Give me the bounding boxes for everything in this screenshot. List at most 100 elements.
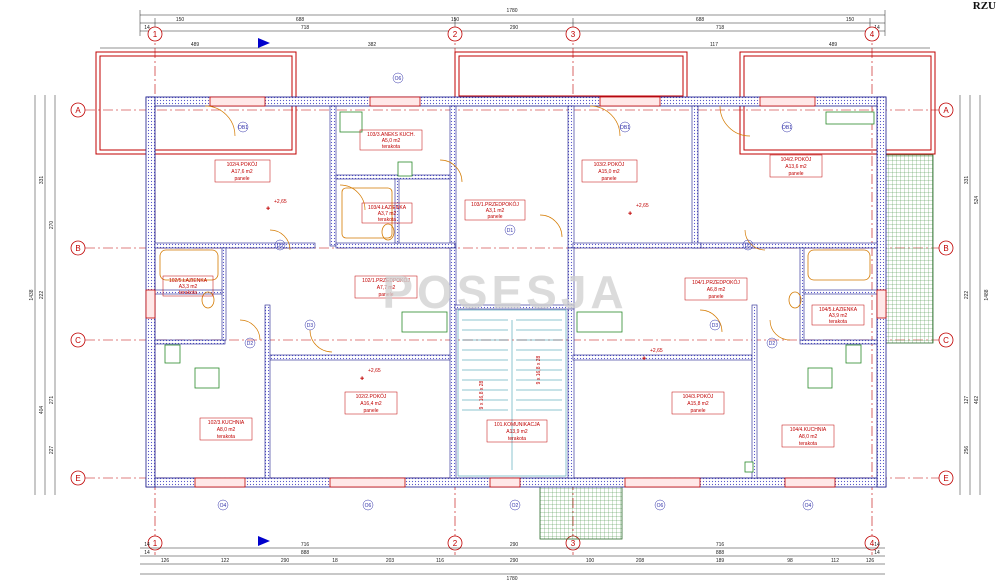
room-area: A17,6 m2 (231, 169, 253, 175)
door-tag: D3 (307, 323, 314, 329)
dim-text: 14 (874, 25, 880, 31)
door-tag: D3 (712, 323, 719, 329)
dim-text: 718 (301, 25, 310, 31)
dim-text: 150 (451, 17, 460, 23)
axis-label: B (943, 244, 948, 253)
axis-label: 4 (870, 30, 875, 39)
room-floor: panele (234, 176, 249, 182)
dim-text: 150 (176, 17, 185, 23)
dim-text: 718 (716, 25, 725, 31)
top-dim-row2: 14 718 290 718 14 (144, 25, 880, 31)
dim-text: 208 (636, 558, 645, 564)
dim-text: 489 (829, 42, 838, 48)
room-label-group: 103/2.POKÓJ A15,0 m2 panele (581, 159, 638, 183)
room-name: 101.KOMUNIKACJA (494, 422, 541, 428)
internal-walls (154, 105, 878, 479)
top-dim-row1: 150 688 150 688 150 (176, 17, 855, 23)
dim-text: 116 (436, 558, 444, 564)
room-area: A16,4 m2 (360, 401, 382, 407)
section-arrows (258, 38, 270, 546)
axis-label: 3 (571, 30, 576, 39)
side-dimension-lines (34, 95, 981, 495)
dim-text: 290 (510, 542, 519, 548)
room-area: A3,1 m2 (486, 208, 505, 214)
bottom-dim-row3: 126 122 290 18 203 116 290 100 208 189 9… (161, 558, 875, 564)
room-label-group: 104/1.PRZEDPOKÓJ A6,8 m2 panele (684, 277, 748, 301)
door-tag: D2 (247, 341, 254, 347)
room-label-group: 104/5.ŁAZIENKA A3,9 m2 terakota (811, 304, 865, 326)
vertical-axis-markers (147, 26, 880, 551)
dim-text: 524 (974, 196, 980, 205)
room-name: 104/2.POKÓJ (781, 156, 812, 163)
room-floor: panele (363, 408, 378, 414)
dim-text: 1488 (984, 289, 990, 300)
door-tag: D2 (769, 341, 776, 347)
stairs-label: 9 x 16,8 x 28 (536, 355, 542, 384)
room-label-group: 101.KOMUNIKACJA A13,9 m2 terakota (486, 419, 548, 443)
dim-text: 126 (866, 558, 875, 564)
dim-text: 404 (39, 406, 45, 415)
axis-label: E (943, 474, 948, 483)
dim-text: 222 (964, 291, 970, 300)
room-name: 103/1.PRZEDPOKÓJ (471, 201, 519, 208)
top-total-dim: 1780 (506, 8, 517, 14)
dim-text: 122 (221, 558, 230, 564)
dim-text: 14 (874, 542, 880, 548)
dim-text: 290 (510, 25, 519, 31)
dim-text: 1438 (29, 289, 35, 300)
room-name: 102/5.ŁAZIENKA (169, 278, 208, 284)
vertical-axis-labels: 1 2 3 4 1 2 3 4 (153, 30, 875, 548)
dim-text: 203 (386, 558, 395, 564)
axis-label: C (943, 336, 949, 345)
room-label-group: 104/4.KUCHNIA A8,0 m2 terakota (781, 424, 835, 448)
bottom-dim-row2: 14 888 888 14 (144, 550, 880, 556)
opening-tags (217, 72, 814, 511)
dim-text: 270 (49, 221, 55, 230)
horizontal-axis-markers (70, 102, 954, 486)
room-name: 104/1.PRZEDPOKÓJ (692, 279, 740, 286)
room-label-group: 103/3.ANEKS KUCH. A5,0 m2 terakota (359, 129, 423, 151)
dim-text: 489 (191, 42, 200, 48)
dim-text: 331 (39, 176, 45, 185)
room-floor: terakota (378, 217, 396, 223)
window-tag: OB1 (238, 125, 248, 131)
room-name: 102/4.POKÓJ (227, 161, 258, 168)
room-area: A5,0 m2 (382, 138, 401, 144)
room-floor: panele (601, 176, 616, 182)
room-floor: panele (690, 408, 705, 414)
dim-text: 127 (964, 396, 970, 405)
room-floor: terakota (217, 434, 235, 440)
room-floor: panele (788, 171, 803, 177)
level-marker-icon: ✚ (266, 206, 270, 212)
entrance-step-grid (539, 482, 623, 540)
level-value: +2,65 (368, 368, 381, 374)
room-area: A3,3 m2 (179, 284, 198, 290)
level-marker-icon: ✚ (360, 376, 364, 382)
opening-tag-labels: D3 D3 D3 D3 D2 D2 D1 O6 O4 O6 O2 O6 O4 O… (220, 76, 812, 509)
room-floor: terakota (179, 290, 197, 296)
room-label-group: 102/3.KUCHNIA A8,0 m2 terakota (199, 417, 253, 441)
window-tag: O6 (365, 503, 372, 509)
room-area: A6,8 m2 (707, 287, 726, 293)
dim-text: 189 (716, 558, 725, 564)
room-label-group: 104/3.POKÓJ A15,8 m2 panele (671, 391, 725, 415)
axis-label: 1 (153, 30, 158, 39)
terrace-grid (884, 154, 934, 344)
level-markers: ✚ +2,65 ✚ +2,65 ✚ +2,65 ✚ +2,65 (266, 199, 663, 382)
window-tag: O4 (805, 503, 812, 509)
room-name: 104/3.POKÓJ (683, 393, 714, 400)
room-floor: terakota (829, 319, 847, 325)
axis-label: A (75, 106, 81, 115)
room-area: A13,6 m2 (785, 164, 807, 170)
dim-text: 14 (874, 550, 880, 556)
room-area: A15,8 m2 (687, 401, 709, 407)
room-area: A3,7 m2 (378, 211, 397, 217)
room-name: 103/2.POKÓJ (594, 161, 625, 168)
room-floor: panele (708, 294, 723, 300)
room-area: A8,0 m2 (799, 434, 818, 440)
fixtures (164, 111, 875, 473)
window-tag: O6 (657, 503, 664, 509)
room-label-group: 104/2.POKÓJ A13,6 m2 panele (769, 154, 823, 178)
dim-text: 716 (716, 542, 725, 548)
